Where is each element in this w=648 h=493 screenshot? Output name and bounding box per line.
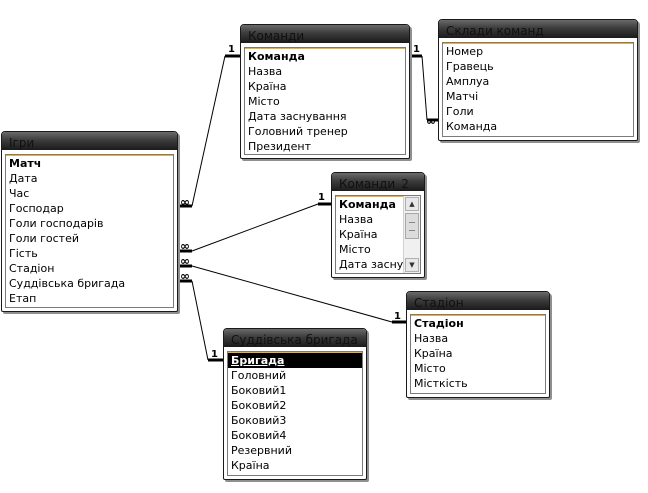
field-item[interactable]: Боковий1 xyxy=(231,384,287,397)
field-item[interactable]: Гравець xyxy=(446,60,494,73)
relation-one-label: 1 xyxy=(413,44,420,55)
relation-one-label: 1 xyxy=(394,311,401,322)
field-item[interactable]: Назва xyxy=(339,213,374,226)
field-item[interactable]: Час xyxy=(9,187,30,200)
field-item[interactable]: Стадіон xyxy=(9,262,55,275)
relation-one-label: 1 xyxy=(211,349,218,360)
relation-igry-komandy2: 1 ∞ xyxy=(178,192,331,253)
relation-many-label: ∞ xyxy=(180,254,190,268)
field-list[interactable]: Номер Гравець Амплуа Матчі Голи Команда xyxy=(442,42,634,137)
field-item[interactable]: Головний тренер xyxy=(248,125,348,138)
field-item-selected[interactable]: Бригада xyxy=(228,353,362,368)
field-item[interactable]: Боковий3 xyxy=(231,414,287,427)
field-item[interactable]: Головний xyxy=(231,369,287,382)
field-list[interactable]: Бригада Головний Боковий1 Боковий2 Боков… xyxy=(227,351,363,476)
table-title[interactable]: Ігри xyxy=(2,132,177,150)
field-item[interactable]: Дата xyxy=(9,172,38,185)
field-item[interactable]: Команда xyxy=(248,50,305,63)
field-item[interactable]: Матч xyxy=(9,157,42,170)
field-item[interactable]: Суддівська бригада xyxy=(9,277,126,290)
field-item[interactable]: Місто xyxy=(248,95,280,108)
relation-igry-brygada: 1 ∞ xyxy=(178,269,224,362)
field-item[interactable]: Місто xyxy=(339,243,371,256)
scroll-thumb[interactable] xyxy=(405,213,419,239)
relation-many-label: ∞ xyxy=(180,269,190,283)
field-item[interactable]: Етап xyxy=(9,292,37,305)
field-item[interactable]: Боковий4 xyxy=(231,429,287,442)
table-title[interactable]: Команди xyxy=(241,25,409,43)
scroll-up-arrow-icon[interactable]: ▲ xyxy=(405,197,419,211)
field-list[interactable]: Стадіон Назва Країна Місто Місткість xyxy=(410,314,546,394)
table-sklady-komand[interactable]: Склади команд Номер Гравець Амплуа Матчі… xyxy=(438,19,638,141)
field-item[interactable]: Амплуа xyxy=(446,75,490,88)
field-item[interactable]: Країна xyxy=(414,347,453,360)
table-komandy[interactable]: Команди Команда Назва Країна Місто Дата … xyxy=(240,24,410,159)
relation-many-label: ∞ xyxy=(180,195,190,209)
relation-many-label: ∞ xyxy=(426,114,436,128)
vertical-scrollbar[interactable]: ▲ ▼ xyxy=(403,196,420,273)
field-item[interactable]: Країна xyxy=(231,459,270,472)
field-item[interactable]: Голи господарів xyxy=(9,217,104,230)
scroll-down-arrow-icon[interactable]: ▼ xyxy=(405,258,419,272)
field-item[interactable]: Місткість xyxy=(414,377,468,390)
field-item[interactable]: Господар xyxy=(9,202,64,215)
relation-one-label: 1 xyxy=(228,44,235,55)
table-igry[interactable]: Ігри Матч Дата Час Господар Голи господа… xyxy=(1,131,178,312)
field-item[interactable]: Боковий2 xyxy=(231,399,287,412)
relation-igry-komandy: 1 ∞ xyxy=(178,44,240,209)
field-item[interactable]: Країна xyxy=(248,80,287,93)
relation-komandy-sklady: 1 ∞ xyxy=(410,44,441,128)
table-komandy-2[interactable]: Команди_2 Команда Назва Країна Місто Дат… xyxy=(331,172,425,278)
table-suddivska-bryhada[interactable]: Суддівська бригада Бригада Головний Боко… xyxy=(223,328,367,480)
field-item[interactable]: Номер xyxy=(446,45,484,58)
field-item[interactable]: Стадіон xyxy=(414,317,464,330)
table-title[interactable]: Стадіон xyxy=(407,292,549,310)
field-item[interactable]: Країна xyxy=(339,228,378,241)
field-item[interactable]: Команда xyxy=(339,198,396,211)
field-list[interactable]: Команда Назва Країна Місто Дата засную ▲… xyxy=(335,195,421,274)
field-item[interactable]: Президент xyxy=(248,140,311,153)
relation-one-label: 1 xyxy=(318,192,325,203)
field-item[interactable]: Голи гостей xyxy=(9,232,79,245)
table-title[interactable]: Склади команд xyxy=(439,20,637,38)
field-item[interactable]: Дата заснування xyxy=(248,110,347,123)
field-item[interactable]: Резервний xyxy=(231,444,292,457)
field-list[interactable]: Команда Назва Країна Місто Дата заснуван… xyxy=(244,47,406,155)
table-stadion[interactable]: Стадіон Стадіон Назва Країна Місто Містк… xyxy=(406,291,550,398)
field-item[interactable]: Місто xyxy=(414,362,446,375)
field-item[interactable]: Голи xyxy=(446,105,474,118)
field-item[interactable]: Гість xyxy=(9,247,38,260)
table-title[interactable]: Команди_2 xyxy=(332,173,424,191)
field-item[interactable]: Матчі xyxy=(446,90,479,103)
field-item[interactable]: Назва xyxy=(414,332,449,345)
field-item[interactable]: Назва xyxy=(248,65,283,78)
field-item[interactable]: Команда xyxy=(446,120,498,133)
relation-many-label: ∞ xyxy=(180,239,190,253)
table-title[interactable]: Суддівська бригада xyxy=(224,329,366,347)
field-list[interactable]: Матч Дата Час Господар Голи господарів Г… xyxy=(5,154,174,308)
